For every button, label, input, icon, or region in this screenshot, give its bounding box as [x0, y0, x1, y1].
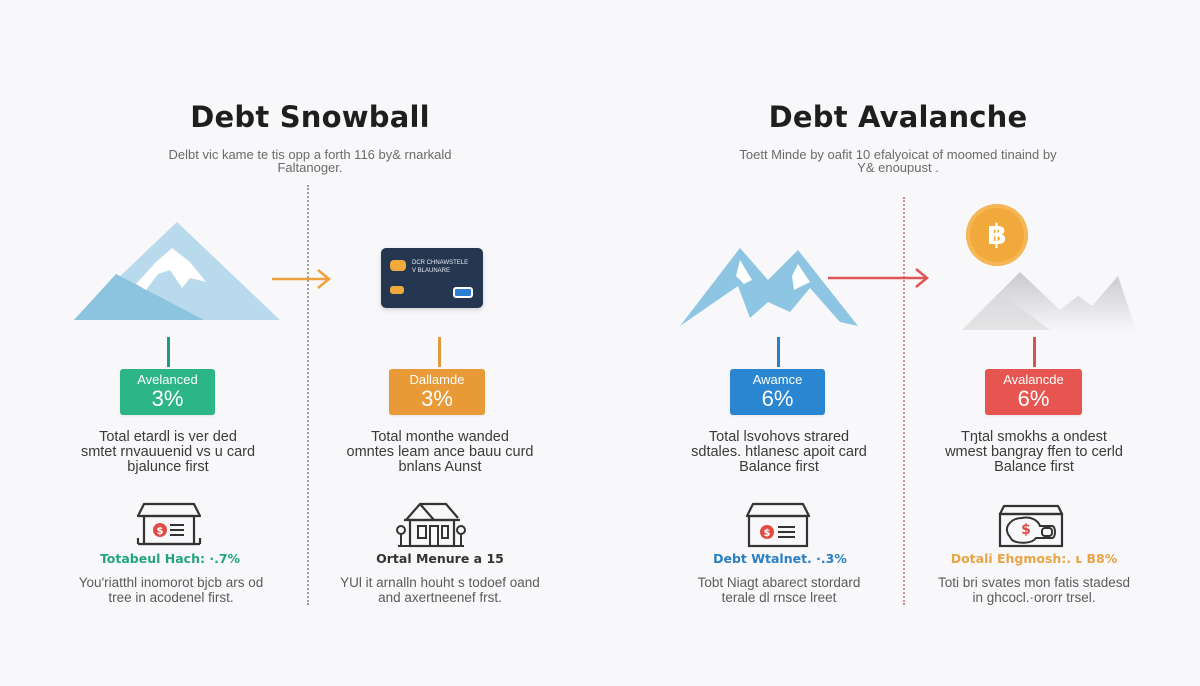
avalanche-tagline-1: Debt Wtalnet. ·.3% [713, 551, 847, 566]
small-line: and axertneenef frst. [378, 590, 502, 605]
avalanche-desc-1: Total lsvohovs strared sdtales. htlanesc… [668, 430, 890, 475]
card-chip [390, 260, 406, 271]
card-text-line2: V BLAUNARE [412, 268, 451, 274]
snowy-mountain-illustration [74, 218, 280, 324]
desc-line: sdtales. htlanesc apoit card [691, 444, 867, 460]
avalanche-badge-2: Avalancde 6% [985, 369, 1082, 415]
avalanche-tagline-2: Dotali Ehgmosh:. ʟ B8% [950, 551, 1118, 566]
card-stripe [390, 286, 404, 294]
desc-line: bnlans Aunst [398, 459, 482, 475]
connector-3 [777, 337, 780, 367]
card-text-line1: DCR CHNAWSTELE [412, 260, 469, 266]
small-line: tree in acodenel first. [108, 590, 234, 605]
credit-card-illustration: DCR CHNAWSTELE V BLAUNARE [381, 248, 483, 308]
avalanche-title: Debt Avalanche [768, 100, 1028, 134]
avalanche-small-1: Tobt Niagt abarect stordard terale dl rn… [672, 575, 886, 605]
avalanche-arrow [828, 267, 932, 293]
desc-line: Total etardl is ver ded [99, 429, 237, 445]
snowball-title: Debt Snowball [190, 100, 430, 134]
card-logo [453, 287, 473, 298]
storefront-dollar-icon: $ [745, 502, 811, 548]
avalanche-divider [903, 197, 905, 605]
avalanche-small-2: Toti bri svates mon fatis stadesd in ghc… [924, 575, 1144, 605]
desc-line: omntes leam ance bauu curd [346, 444, 534, 460]
small-line: Tobt Niagt abarect stordard [697, 575, 861, 590]
badge-label: Dallamde [409, 372, 465, 387]
small-line: You'riatthl inomorot bjcb ars od [78, 575, 264, 590]
snowball-arrow [272, 268, 334, 294]
avalanche-badge-1: Awamce 6% [730, 369, 825, 415]
badge-value: 3% [151, 386, 184, 411]
badge-label: Avalancde [1003, 372, 1064, 387]
bitcoin-coin-icon: ฿ [966, 204, 1028, 266]
snowball-tagline-2: Ortal Menure a 15 [376, 551, 504, 566]
badge-label: Avelanced [137, 372, 198, 387]
snowball-subtitle-line2: Faltanoger. [277, 160, 343, 175]
avalanche-subtitle-line1: Toett Minde by oafit 10 efalyoicat of mo… [739, 147, 1057, 162]
badge-value: 3% [421, 386, 453, 411]
snowball-small-1: You'riatthl inomorot bjcb ars od tree in… [60, 575, 282, 605]
twin-peaks-mountain-illustration [680, 240, 860, 328]
snowball-subtitle: Delbt vic kame te tis opp a forth 116 by… [110, 148, 510, 174]
avalanche-subtitle: Toett Minde by oafit 10 efalyoicat of mo… [680, 148, 1116, 174]
desc-line: Total monthe wanded [371, 429, 509, 445]
wallet-cash-icon: $ [996, 504, 1066, 548]
svg-text:$: $ [157, 526, 164, 537]
connector-4 [1033, 337, 1036, 367]
grey-mountains-illustration [960, 270, 1136, 332]
small-line: YUl it arnalln houht s todoef oand [340, 575, 540, 590]
snowball-badge-2: Dallamde 3% [389, 369, 485, 415]
desc-line: Total lsvohovs strared [708, 429, 850, 445]
snowball-tagline-1: Totabeul Hach: ·.7% [99, 551, 241, 566]
svg-text:$: $ [764, 528, 771, 539]
small-line: Toti bri svates mon fatis stadesd [937, 575, 1131, 590]
connector-2 [438, 337, 441, 367]
desc-line: Balance first [739, 459, 819, 475]
svg-text:$: $ [1021, 522, 1031, 538]
avalanche-desc-2: Tŋtal smokhs a ondest wmest bangray ffen… [924, 430, 1144, 475]
desc-line: bjalunce first [127, 459, 209, 475]
desc-line: Balance first [994, 459, 1074, 475]
snowball-badge-1: Avelanced 3% [120, 369, 215, 415]
snowball-subtitle-line1: Delbt vic kame te tis opp a forth 116 by… [168, 147, 452, 162]
desc-line: wmest bangray ffen to cerld [945, 444, 1123, 460]
connector-1 [167, 337, 170, 367]
badge-value: 6% [1017, 386, 1050, 411]
coin-symbol: ฿ [987, 218, 1007, 251]
snowball-desc-2: Total monthe wanded omntes leam ance bau… [326, 430, 554, 475]
desc-line: Tŋtal smokhs a ondest [961, 429, 1107, 445]
snowball-divider [307, 185, 309, 605]
small-line: in ghcocl.·ororr trsel. [972, 590, 1096, 605]
snowball-small-2: YUl it arnalln houht s todoef oand and a… [326, 575, 554, 605]
desc-line: smtet rnvauuenid vs u card [80, 444, 256, 460]
house-icon [396, 500, 466, 548]
storefront-dollar-icon: $ [136, 502, 202, 548]
snowball-desc-1: Total etardl is ver ded smtet rnvauuenid… [58, 430, 278, 475]
small-line: terale dl rnsce lreet [721, 590, 837, 605]
avalanche-subtitle-line2: Y& enoupust . [857, 160, 939, 175]
badge-value: 6% [761, 386, 794, 411]
badge-label: Awamce [752, 372, 803, 387]
